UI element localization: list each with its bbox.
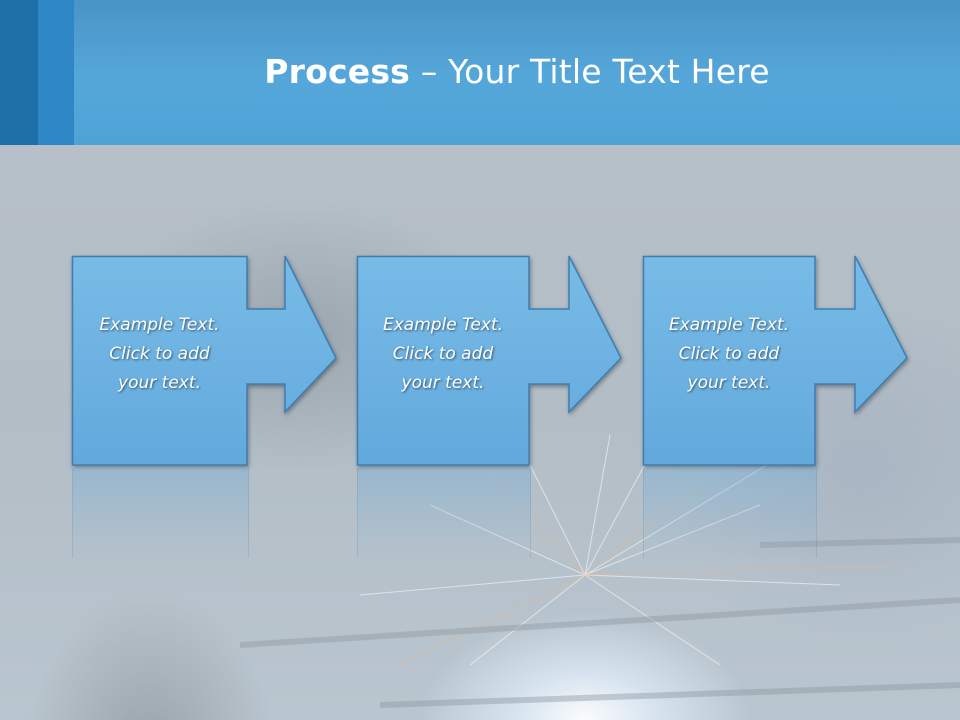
step-reflection-2	[357, 468, 531, 558]
step-text[interactable]: Example Text. Click to add your text.	[643, 311, 815, 398]
step-text-line: Example Text.	[382, 315, 504, 335]
process-step-1[interactable]: Example Text. Click to add your text.	[71, 255, 337, 466]
spark-lines	[239, 434, 960, 708]
process-step-2[interactable]: Example Text. Click to add your text.	[356, 255, 622, 466]
step-text-line: Example Text.	[668, 315, 790, 335]
step-arrow-shape	[642, 255, 908, 466]
slide-title[interactable]: Process – Your Title Text Here	[74, 52, 960, 91]
title-band: Process – Your Title Text Here	[0, 0, 960, 145]
step-arrow-shape	[356, 255, 622, 466]
title-rest: – Your Title Text Here	[410, 52, 770, 91]
process-step-3[interactable]: Example Text. Click to add your text.	[642, 255, 908, 466]
step-arrow-shape	[71, 255, 337, 466]
step-text-line: Click to add	[109, 344, 210, 364]
step-text[interactable]: Example Text. Click to add your text.	[72, 311, 247, 398]
step-text-line: Example Text.	[99, 315, 220, 335]
step-text-line: your text.	[401, 373, 485, 393]
step-text-line: Click to add	[678, 344, 780, 364]
step-text-line: your text.	[118, 373, 201, 393]
header-accent-stripe-dark	[0, 0, 38, 145]
step-reflection-3	[643, 468, 817, 558]
step-text-line: your text.	[687, 373, 771, 393]
step-text[interactable]: Example Text. Click to add your text.	[357, 311, 529, 398]
step-text-line: Click to add	[392, 344, 494, 364]
header-accent-stripe-mid	[38, 0, 74, 145]
title-bold: Process	[264, 52, 411, 91]
step-reflection-1	[72, 468, 249, 558]
